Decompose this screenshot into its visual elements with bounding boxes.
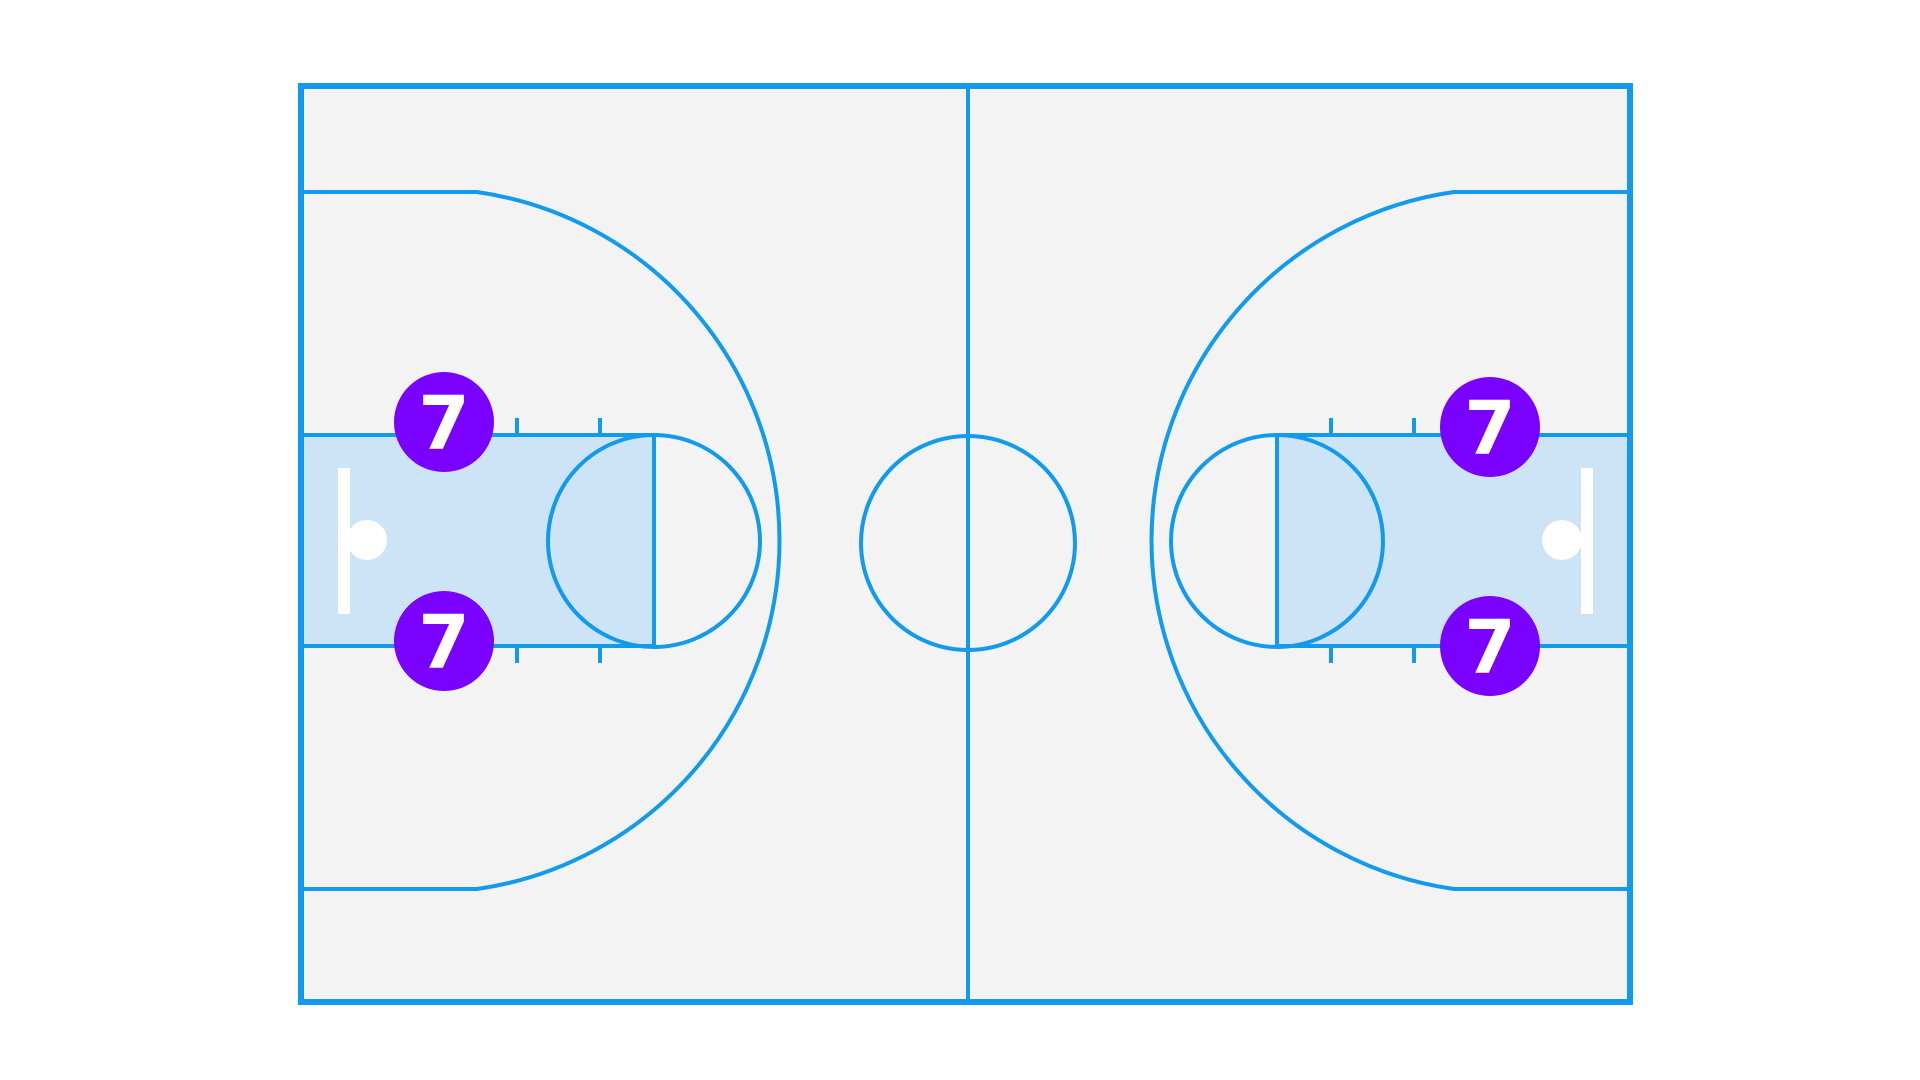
- player-number: 7: [418, 600, 470, 686]
- player-marker-right-bottom[interactable]: 7: [1440, 596, 1540, 696]
- center-circle: [859, 434, 1077, 652]
- court-lines: [298, 83, 1633, 1005]
- right-backboard: [1581, 468, 1593, 614]
- player-marker-circle: [394, 372, 494, 472]
- right-free-throw-circle: [1169, 433, 1385, 649]
- left-backboard: [338, 468, 350, 614]
- player-marker-right-top[interactable]: 7: [1440, 377, 1540, 477]
- player-number: 7: [1464, 605, 1516, 691]
- player-number: 7: [418, 381, 470, 467]
- left-hoop: [347, 520, 387, 560]
- player-marker-circle: [394, 591, 494, 691]
- left-free-throw-circle: [546, 433, 762, 649]
- left-paint-half-circle: [558, 435, 654, 646]
- player-marker-circle: [1440, 596, 1540, 696]
- right-paint-half-circle: [1277, 435, 1373, 646]
- right-hoop: [1542, 520, 1582, 560]
- left-three-point-line: [304, 190, 782, 891]
- player-marker-left-top[interactable]: 7: [394, 372, 494, 472]
- player-number: 7: [1464, 386, 1516, 472]
- player-marker-left-bottom[interactable]: 7: [394, 591, 494, 691]
- right-three-point-line: [1149, 190, 1627, 891]
- court-boundary: [298, 83, 1633, 1005]
- player-marker-circle: [1440, 377, 1540, 477]
